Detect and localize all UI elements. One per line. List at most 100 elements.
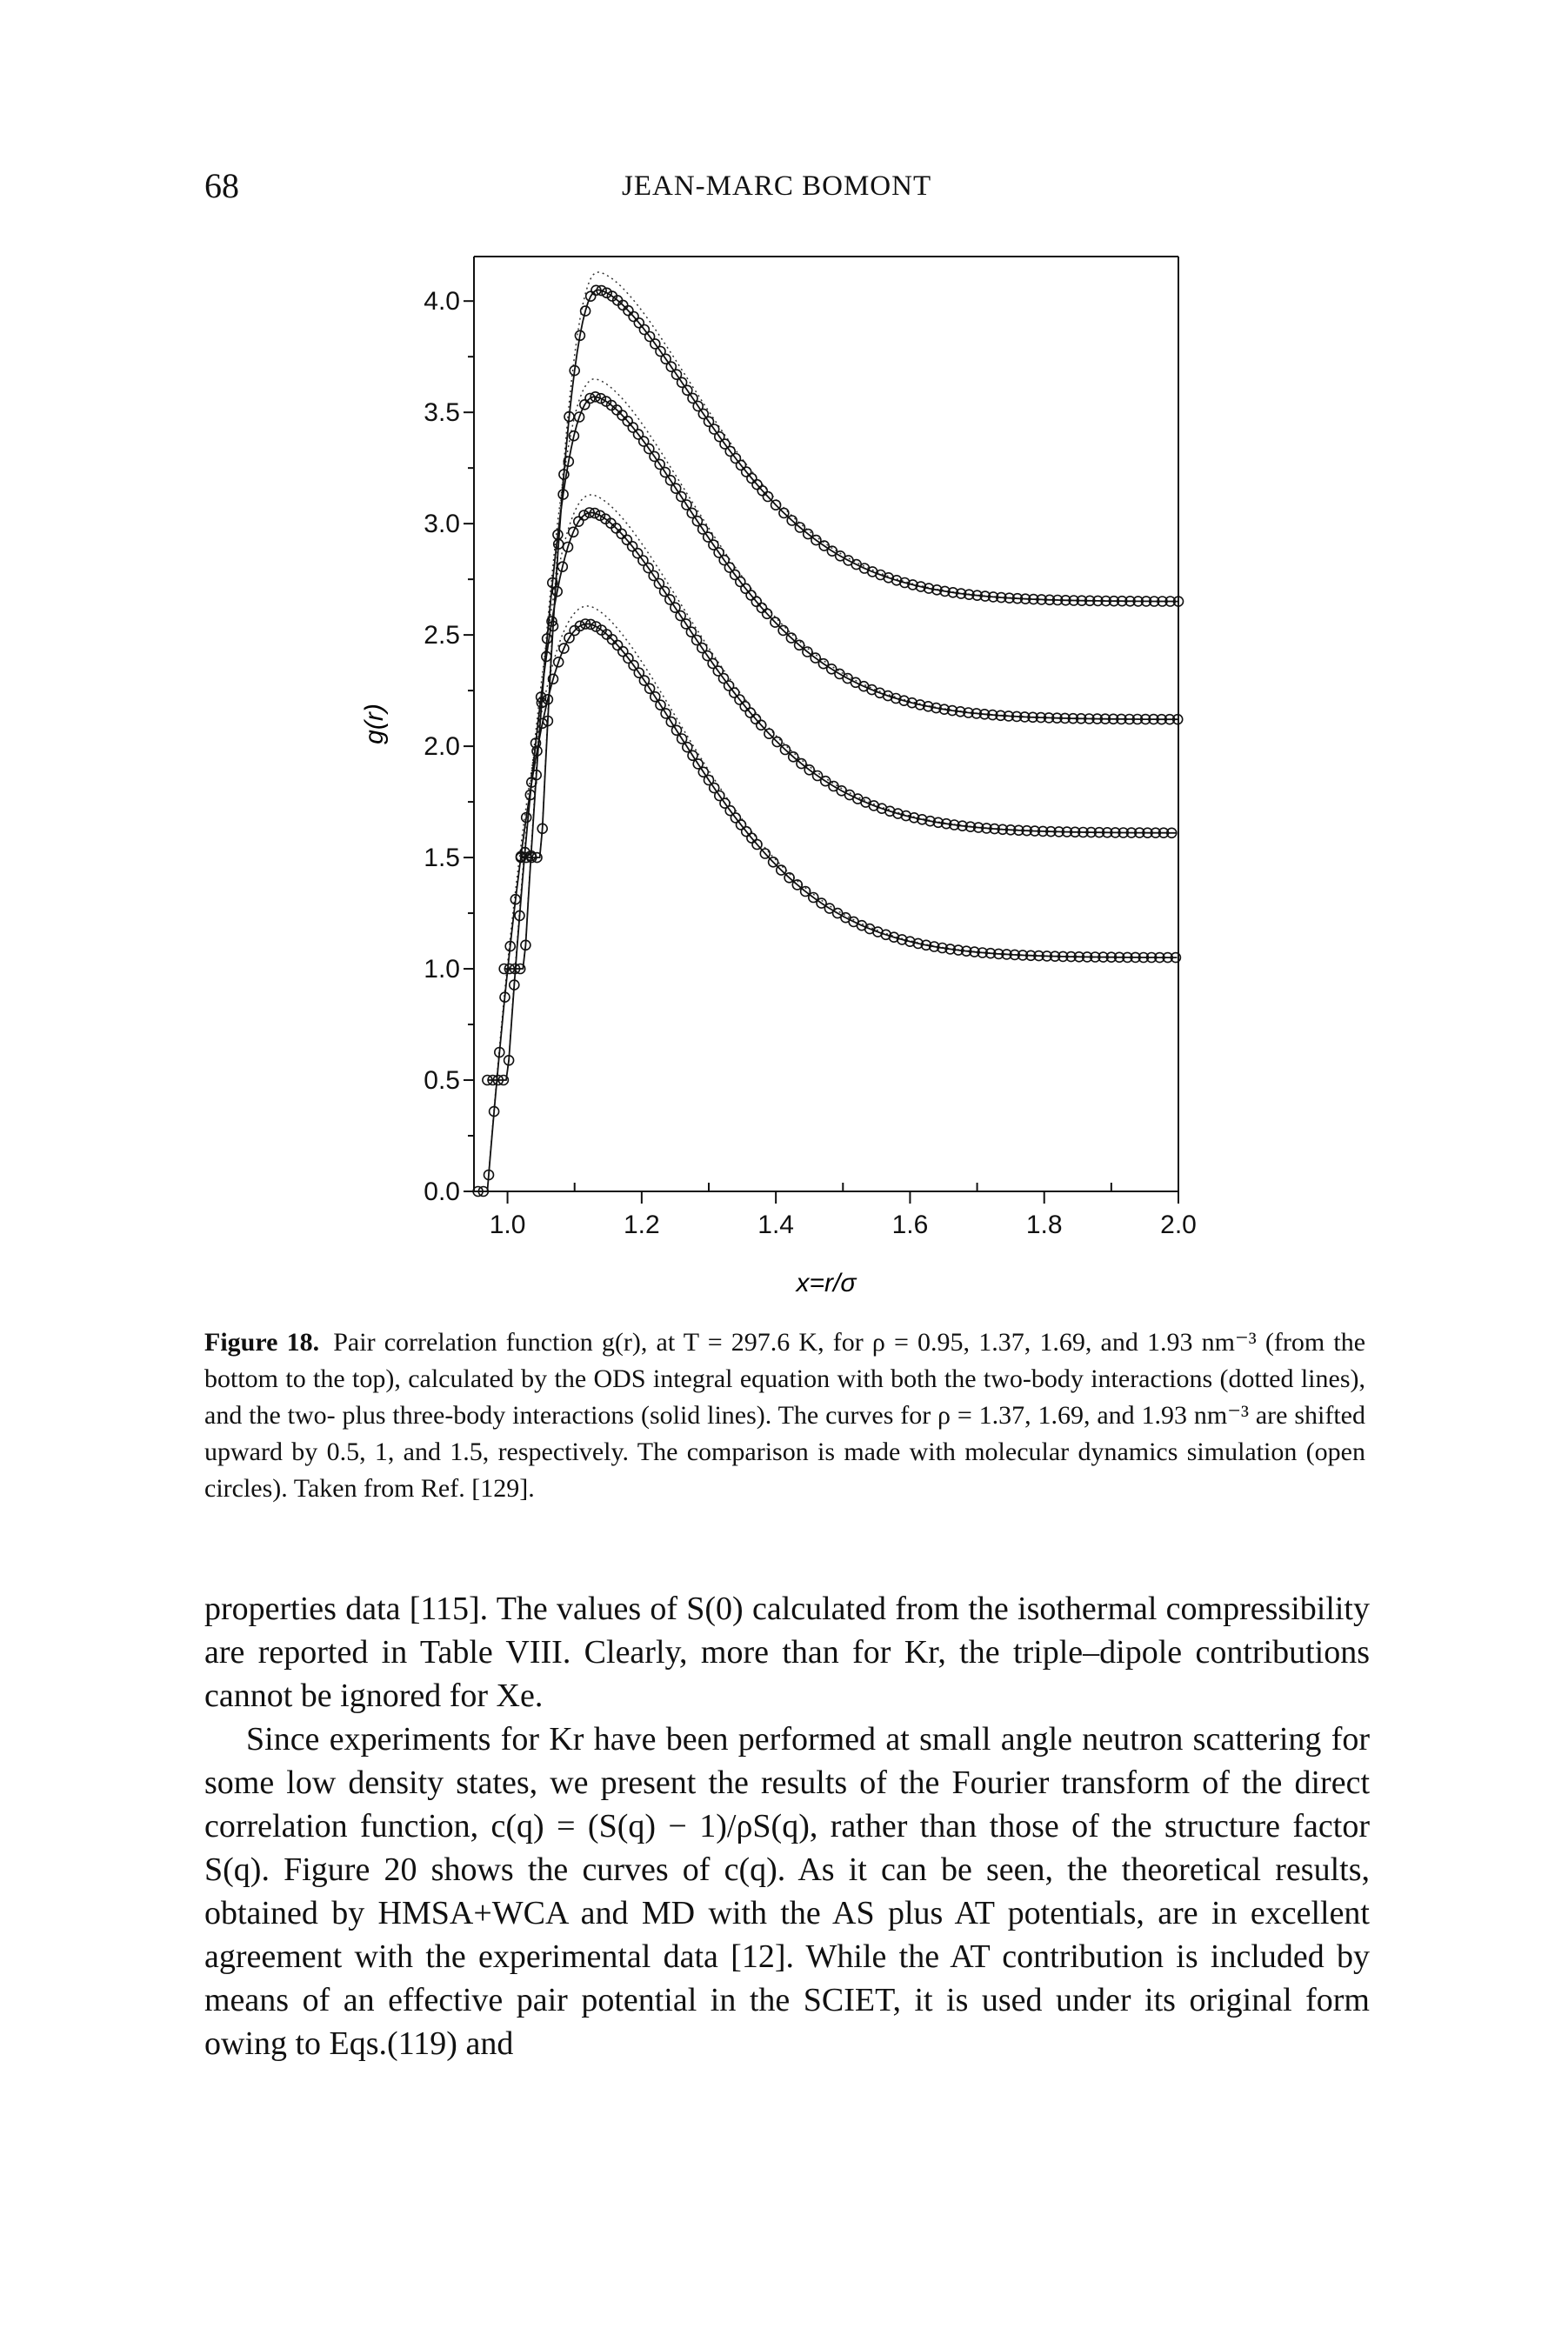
md-data-point xyxy=(729,569,741,581)
md-data-point xyxy=(676,490,687,503)
md-data-point xyxy=(952,944,964,956)
md-data-point xyxy=(567,526,579,538)
md-data-point xyxy=(1162,951,1174,964)
md-data-point xyxy=(578,510,590,521)
md-data-point xyxy=(558,469,570,480)
md-data-point xyxy=(744,707,757,718)
md-data-point xyxy=(957,820,968,832)
md-data-point xyxy=(631,547,644,559)
md-data-point xyxy=(751,838,763,850)
md-data-point xyxy=(499,991,510,1004)
md-data-point xyxy=(713,547,724,558)
md-data-point xyxy=(890,692,902,704)
md-data-point xyxy=(1170,951,1182,964)
md-data-point xyxy=(740,825,752,837)
md-data-point xyxy=(1021,824,1033,837)
md-data-point xyxy=(786,515,798,526)
md-data-point xyxy=(1164,713,1176,725)
md-data-point xyxy=(755,719,767,731)
md-data-point xyxy=(826,545,838,557)
md-data-point xyxy=(712,665,724,677)
paragraph: Since experiments for Kr have been perfo… xyxy=(204,1721,1370,2062)
md-data-point xyxy=(1172,596,1184,607)
body-text: properties data [115]. The values of S(0… xyxy=(204,1587,1370,2065)
md-data-point xyxy=(1049,951,1061,963)
md-data-point xyxy=(944,944,957,955)
md-data-point xyxy=(928,941,940,952)
md-data-point xyxy=(938,704,951,716)
md-data-point xyxy=(515,851,527,864)
md-data-point xyxy=(834,550,846,562)
md-data-point xyxy=(584,392,596,404)
md-data-point xyxy=(719,438,731,450)
md-data-point xyxy=(692,758,704,770)
md-data-point xyxy=(1157,596,1168,607)
md-data-point xyxy=(1101,826,1113,838)
md-data-point xyxy=(1001,949,1012,960)
md-data-point xyxy=(920,939,932,951)
md-data-point xyxy=(696,642,708,654)
md-data-point xyxy=(665,361,677,372)
md-data-point xyxy=(1158,827,1170,839)
md-data-point xyxy=(717,672,730,684)
md-data-point xyxy=(819,775,831,787)
md-data-point xyxy=(531,851,543,864)
md-data-point xyxy=(1154,951,1165,964)
md-data-point xyxy=(638,675,651,686)
md-data-point xyxy=(730,812,742,824)
two-body-dotted-curve xyxy=(521,271,1178,858)
md-data-point xyxy=(1108,595,1120,607)
md-data-point xyxy=(1060,594,1071,606)
md-data-point xyxy=(1081,951,1093,963)
md-data-point xyxy=(703,774,715,786)
md-data-point xyxy=(908,811,920,824)
md-data-point xyxy=(811,534,822,546)
md-data-point xyxy=(1068,595,1080,606)
md-data-point xyxy=(834,668,845,680)
md-data-point xyxy=(680,618,692,630)
running-head: JEAN-MARC BOMONT xyxy=(622,170,932,202)
md-data-point xyxy=(681,384,693,397)
md-data-point xyxy=(708,424,720,435)
md-data-point xyxy=(735,459,747,471)
md-data-point xyxy=(818,540,831,551)
md-data-point xyxy=(937,942,948,954)
md-data-point xyxy=(628,310,639,323)
md-data-point xyxy=(1122,951,1133,964)
series-layer xyxy=(472,271,1184,1197)
md-data-point xyxy=(664,594,676,605)
md-data-point xyxy=(623,652,634,664)
md-data-point xyxy=(1051,712,1063,724)
md-data-point xyxy=(643,562,654,574)
md-data-point xyxy=(514,910,525,922)
y-tick-label: 1.5 xyxy=(424,844,460,872)
md-data-point xyxy=(971,708,983,719)
md-data-point xyxy=(787,750,799,763)
md-data-point xyxy=(671,724,683,737)
md-data-point xyxy=(1118,827,1130,838)
two-body-dotted-curve xyxy=(474,605,1178,1192)
md-data-point xyxy=(984,947,997,959)
md-data-point xyxy=(914,699,926,710)
md-data-point xyxy=(907,579,918,590)
md-data-point xyxy=(1085,826,1098,838)
md-data-point xyxy=(880,929,892,941)
y-tick-label: 0.0 xyxy=(424,1177,460,1206)
md-data-point xyxy=(1142,827,1153,839)
md-data-point xyxy=(626,540,638,552)
md-data-point xyxy=(1028,593,1039,605)
md-data-point xyxy=(1093,826,1105,838)
two-body-dotted-curve xyxy=(487,494,1178,1081)
md-data-point xyxy=(1059,712,1071,724)
md-data-point xyxy=(1013,824,1024,837)
md-data-point xyxy=(923,583,935,594)
md-data-point xyxy=(681,741,693,753)
page-header: 68 JEAN-MARC BOMONT xyxy=(204,165,1378,217)
md-data-point xyxy=(796,757,807,770)
two-plus-three-body-curve xyxy=(487,511,1178,1081)
md-data-point xyxy=(632,429,644,440)
md-data-point xyxy=(884,805,896,817)
md-data-point xyxy=(931,584,943,596)
y-axis: 0.00.51.01.52.02.53.03.54.0 xyxy=(424,257,475,1206)
md-data-point xyxy=(728,687,740,698)
